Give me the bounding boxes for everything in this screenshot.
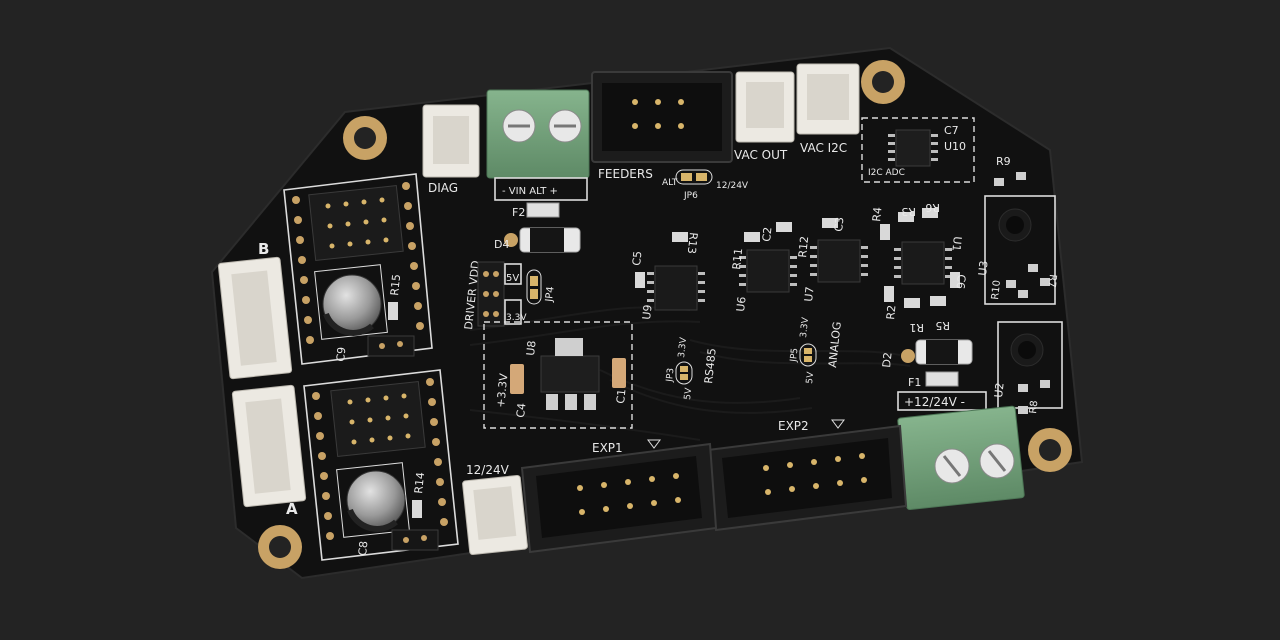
vin-alt-label: - VIN ALT + (502, 186, 558, 197)
c9-label: C9 (334, 346, 348, 362)
jp5-5v-label: 5V (805, 371, 816, 385)
r2-label: R2 (884, 304, 898, 320)
diag-label: DIAG (428, 181, 458, 195)
u6-chip: U6 R11 C2 (730, 222, 797, 312)
vdd-33v-label: 3.3V (506, 313, 527, 323)
f1-label: F1 (908, 376, 921, 389)
jp6-jumper: ALT 12/24V JP6 (662, 169, 749, 201)
i2c-adc-label: I2C ADC (868, 168, 905, 178)
mounting-holes (258, 60, 1072, 569)
u1-label: U1 (949, 236, 964, 252)
jp3-jumper: 3.3V 5V JP3 RS485 (665, 336, 719, 400)
feeders-connector: FEEDERS (591, 71, 733, 181)
d4-diode: D4 (494, 227, 581, 253)
main-power-terminal: +12/24V - (897, 391, 1025, 511)
f1-fuse: F1 (908, 371, 959, 389)
jp4-label: JP4 (544, 286, 557, 303)
r10-label: R10 (990, 280, 1003, 301)
u8-regulator: U8 +3.3V C4 C1 (483, 321, 633, 429)
u10-i2c-adc: I2C ADC U10 C7 R9 (861, 117, 1011, 183)
u2-sensor: U2 R8 (992, 321, 1063, 414)
r9-label: R9 (996, 155, 1011, 168)
stepper-driver-a: R14 C8 (303, 369, 459, 561)
axis-a-label: A (286, 500, 298, 518)
c8-label: C8 (356, 540, 370, 556)
vac-i2c-connector: VAC I2C (796, 63, 860, 155)
c1-label: C1 (614, 388, 628, 404)
vdd-5v-label: 5V (506, 273, 519, 284)
stepper-driver-b: R15 C9 (283, 173, 433, 365)
d2-diode: D2 (880, 339, 973, 369)
c4-label: C4 (514, 402, 528, 418)
v12-24-label: 12/24V (716, 181, 749, 191)
c6-label: C6 (953, 274, 967, 290)
feeders-label: FEEDERS (598, 167, 653, 181)
r14-label: R14 (412, 471, 427, 494)
plus-33v-label: +3.3V (494, 372, 511, 408)
d4-label: D4 (494, 238, 509, 251)
jp6-label: JP6 (683, 191, 698, 201)
copper-traces (469, 306, 911, 441)
vac-out-label: VAC OUT (734, 148, 788, 162)
f2-label: F2 (512, 206, 525, 219)
exp1-label: EXP1 (592, 441, 623, 455)
power-12-24v-connector: 12/24V (462, 463, 528, 556)
c3-label: C3 (832, 216, 846, 232)
c2-label: C2 (760, 226, 774, 242)
r13-label: R13 (685, 232, 700, 255)
exp2-label: EXP2 (778, 419, 809, 433)
power-terminal-label: +12/24V - (904, 395, 965, 409)
u1-chip: U1 R4 R3 R6 C6 R2 R1 R5 (870, 201, 968, 334)
exp1-connector: EXP1 (520, 439, 718, 554)
diag-connector: DIAG (422, 104, 480, 195)
axis-a-connector: A (231, 384, 307, 518)
vac-i2c-label: VAC I2C (800, 141, 847, 155)
jp3-33v-label: 3.3V (677, 336, 689, 358)
r3-label: R3 (901, 205, 916, 218)
r15-label: R15 (388, 273, 403, 296)
axis-b-label: B (258, 240, 269, 258)
jp5-jumper: 3.3V 5V JP5 ANALOG (789, 316, 844, 384)
jp5-label: JP5 (789, 348, 800, 364)
r12-label: R12 (796, 235, 811, 258)
r5-label: R5 (935, 319, 950, 332)
d2-label: D2 (880, 352, 895, 369)
analog-label: ANALOG (826, 321, 844, 368)
u7-label: U7 (802, 286, 817, 302)
r7-label: R7 (1046, 274, 1058, 288)
vac-out-connector: VAC OUT (734, 71, 795, 162)
jp3-5v-label: 5V (683, 387, 694, 401)
c7-label: C7 (944, 124, 959, 137)
jp3-label: JP3 (665, 368, 676, 384)
r4-label: R4 (870, 206, 884, 222)
u8-label: U8 (524, 340, 539, 356)
r11-label: R11 (730, 247, 745, 270)
c5-label: C5 (630, 250, 644, 266)
r1-label: R1 (909, 321, 924, 334)
u2-label: U2 (992, 382, 1007, 398)
u9-chip: U9 C5 R13 (630, 232, 705, 320)
u3-label: U3 (976, 260, 991, 276)
u7-chip: U7 R12 C3 (796, 216, 868, 302)
u3-sensor: U3 R10 R7 (976, 172, 1058, 305)
jp5-33v-label: 3.3V (799, 316, 811, 338)
alt-label: ALT (662, 178, 678, 188)
f2-fuse: F2 (512, 202, 560, 219)
u6-label: U6 (734, 296, 749, 312)
u10-label: U10 (944, 140, 966, 153)
exp2-connector: EXP2 (706, 419, 908, 532)
r8-label: R8 (1028, 400, 1040, 414)
r6-label: R6 (925, 201, 940, 214)
power-12-24v-label: 12/24V (466, 463, 510, 477)
vin-alt-terminal: - VIN ALT + (486, 89, 590, 201)
u9-label: U9 (640, 304, 655, 320)
rs485-label: RS485 (702, 348, 719, 385)
axis-b-connector: B (217, 240, 293, 380)
